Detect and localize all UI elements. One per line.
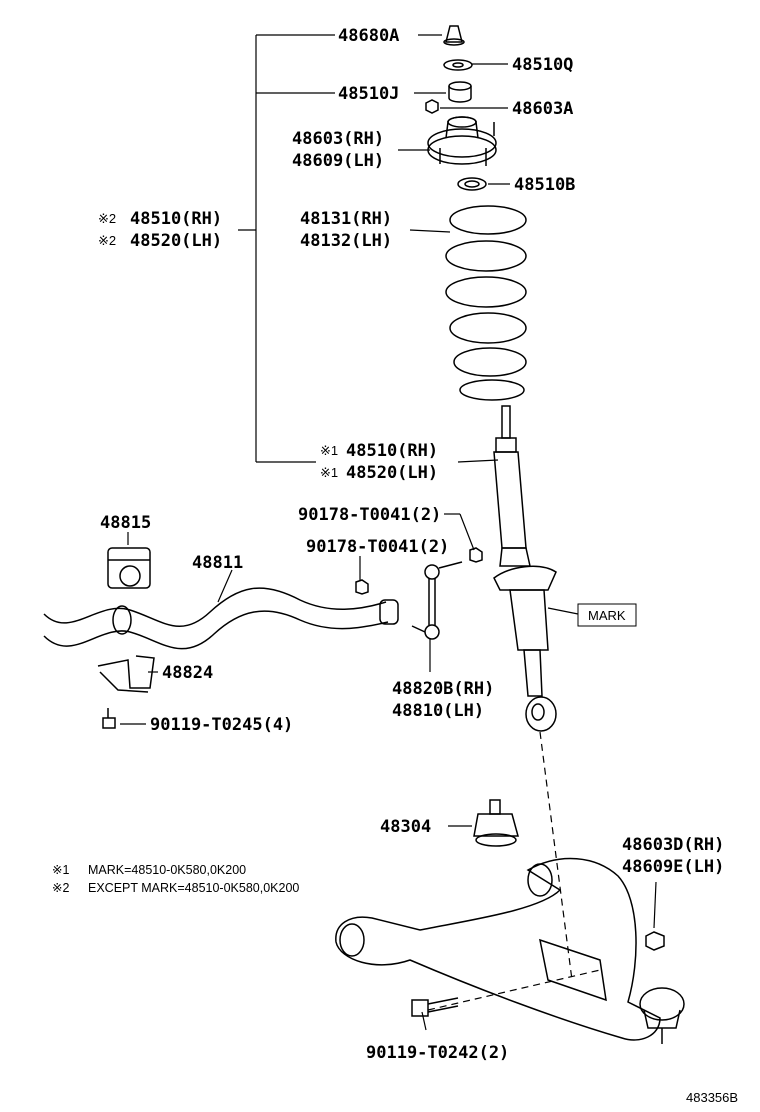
label-48132-lh: 48132(LH) bbox=[300, 231, 392, 251]
lower-arm bbox=[335, 857, 661, 1041]
washer-48510Q bbox=[443, 59, 473, 71]
label-48304: 48304 bbox=[380, 817, 431, 837]
bound-stopper-48680A bbox=[443, 25, 465, 46]
footnote-1-marker: ※1 bbox=[52, 863, 69, 877]
label-48811: 48811 bbox=[192, 553, 243, 573]
label-90178-T0041-a: 90178-T0041(2) bbox=[298, 505, 441, 525]
stabilizer-link-48820B bbox=[411, 561, 463, 640]
footnote-1-text: MARK=48510-0K580,0K200 bbox=[88, 863, 246, 877]
nut-48603D bbox=[645, 931, 665, 951]
label-48815: 48815 bbox=[100, 513, 151, 533]
label-90119-T0242: 90119-T0242(2) bbox=[366, 1043, 509, 1063]
mark-label: MARK bbox=[588, 608, 626, 623]
label-48510B: 48510B bbox=[514, 175, 575, 195]
label-48510Q: 48510Q bbox=[512, 55, 573, 75]
bracket-48824 bbox=[97, 655, 155, 693]
label-48510J: 48510J bbox=[338, 84, 399, 104]
label-48510-rh-bottom: 48510(RH) bbox=[346, 441, 438, 461]
marker-1-bot-a: ※1 bbox=[320, 443, 338, 458]
marker-1-bot-b: ※1 bbox=[320, 465, 338, 480]
bolt-90119-T0242 bbox=[411, 997, 459, 1017]
nut-48603A bbox=[425, 99, 439, 114]
strut-assembly-bracket bbox=[238, 34, 335, 463]
marker-2-top-a: ※2 bbox=[98, 211, 116, 226]
label-48510-rh-top: 48510(RH) bbox=[130, 209, 222, 229]
bound-stopper-48304 bbox=[473, 799, 519, 847]
footnote-2-marker: ※2 bbox=[52, 881, 69, 895]
ball-joint bbox=[639, 987, 685, 1044]
label-90178-T0041-b: 90178-T0041(2) bbox=[306, 537, 449, 557]
label-48520-lh-bottom: 48520(LH) bbox=[346, 463, 438, 483]
label-48520-lh-top: 48520(LH) bbox=[130, 231, 222, 251]
shock-absorber-48510 bbox=[493, 405, 557, 732]
stabilizer-bushing-48815 bbox=[107, 547, 151, 589]
stabilizer-bar-48811 bbox=[43, 587, 399, 650]
label-48609-lh: 48609(LH) bbox=[292, 151, 384, 171]
label-48131-rh: 48131(RH) bbox=[300, 209, 392, 229]
alignment-lines bbox=[427, 731, 601, 1011]
label-48603D-rh: 48603D(RH) bbox=[622, 835, 724, 855]
label-48820B-rh: 48820B(RH) bbox=[392, 679, 494, 699]
mark-box bbox=[577, 603, 637, 627]
figure-id: 483356B bbox=[686, 1090, 738, 1105]
bushing-48510J bbox=[448, 81, 472, 103]
upper-support-48603 bbox=[427, 116, 497, 166]
bolt-90119-T0245 bbox=[102, 708, 116, 729]
label-48810-lh: 48810(LH) bbox=[392, 701, 484, 721]
label-48680A: 48680A bbox=[338, 26, 399, 46]
label-48609E-lh: 48609E(LH) bbox=[622, 857, 724, 877]
label-48824: 48824 bbox=[162, 663, 213, 683]
nut-90178-T0041 bbox=[355, 547, 483, 595]
label-48603-rh: 48603(RH) bbox=[292, 129, 384, 149]
spring-seat-48510B bbox=[457, 177, 487, 191]
marker-2-top-b: ※2 bbox=[98, 233, 116, 248]
footnote-2-text: EXCEPT MARK=48510-0K580,0K200 bbox=[88, 881, 299, 895]
label-48603A: 48603A bbox=[512, 99, 573, 119]
leader-lines bbox=[120, 34, 657, 1031]
label-90119-T0245: 90119-T0245(4) bbox=[150, 715, 293, 735]
coil-spring-48131 bbox=[445, 205, 527, 401]
